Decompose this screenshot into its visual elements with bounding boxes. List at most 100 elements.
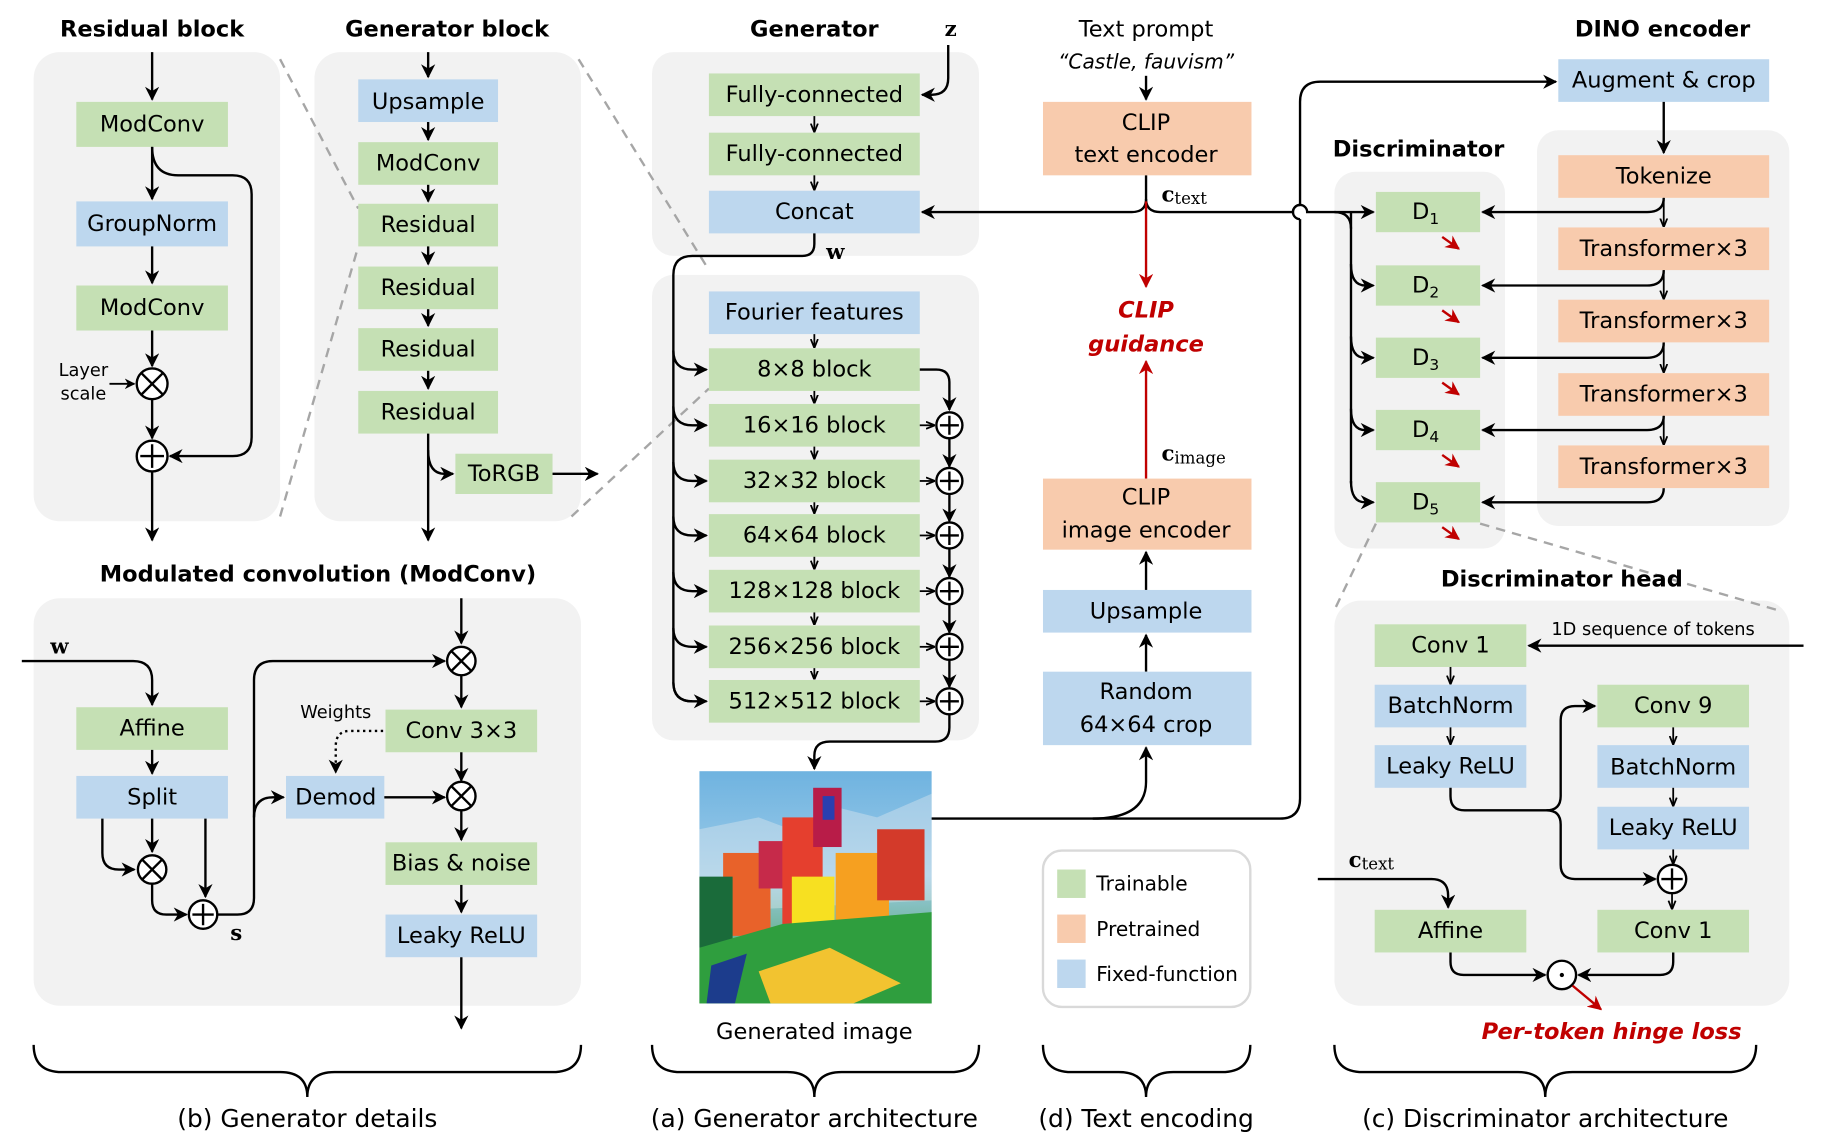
batchnorm-box — [1597, 745, 1750, 788]
transformer-label: Transformer×3 — [1579, 454, 1748, 480]
zoom-guides — [278, 58, 1778, 612]
fourier-features-box — [708, 291, 920, 335]
legend-swatch — [1057, 869, 1086, 898]
synthesis-block-label: 256×256 block — [729, 634, 901, 660]
random-crop-label: 64×64 crop — [1080, 712, 1212, 738]
clip-guidance-label: CLIP — [1118, 297, 1174, 323]
concat-label: Concat — [775, 199, 854, 225]
bias-noise-box — [385, 842, 538, 885]
affine-label: Affine — [1418, 918, 1483, 944]
modconv-label: ModConv — [100, 111, 205, 137]
residual-block-title: Residual block — [60, 17, 245, 43]
affine-box — [76, 707, 228, 750]
discriminator-head-label: D4 — [1412, 417, 1439, 446]
batchnorm-label: BatchNorm — [1387, 693, 1513, 719]
synthesis-block-label: 8×8 block — [757, 357, 871, 383]
caption-text-encoding: (d) Text encoding — [1038, 1104, 1253, 1133]
tokens-label: 1D sequence of tokens — [1551, 620, 1754, 640]
generator-title: Generator — [750, 17, 879, 43]
groupnorm-label: GroupNorm — [87, 211, 217, 237]
leaky-relu-label: Leaky ReLU — [1609, 815, 1738, 841]
affine-box — [1374, 909, 1527, 953]
c-text-label: ctext — [1349, 848, 1395, 874]
clip-image-encoder-label: image encoder — [1062, 518, 1232, 544]
split-box — [76, 775, 228, 819]
generator-synthesis-panel — [652, 274, 980, 741]
generated-image — [699, 771, 932, 1004]
conv3x3-label: Conv 3×3 — [405, 718, 517, 744]
modconv-box — [358, 142, 499, 185]
transformer-box — [1558, 445, 1770, 489]
caption-discriminator-architecture: (c) Discriminator architecture — [1362, 1104, 1728, 1133]
dino-encoder: Augment & crop Tokenize Transformer×3Tra… — [1558, 59, 1770, 489]
affine-label: Affine — [120, 716, 185, 742]
w-input-label: w — [49, 634, 69, 659]
torgb-label: ToRGB — [467, 461, 540, 487]
modulated-convolution: w Affine Split s Conv 3×3 Weights Demod — [21, 598, 538, 1030]
synthesis-block-label: 16×16 block — [743, 412, 886, 438]
discriminator-head-label: D1 — [1412, 199, 1439, 228]
synthesis-block-label: 32×32 block — [743, 468, 886, 494]
residual-label: Residual — [381, 275, 476, 301]
legend-swatch — [1057, 959, 1086, 988]
synthesis-block-box — [708, 403, 920, 447]
dino-encoder-title: DINO encoder — [1575, 17, 1751, 43]
discriminator-head-d4 — [1375, 409, 1481, 451]
synthesis-block-label: 64×64 block — [743, 522, 886, 548]
generator-block-title: Generator block — [345, 17, 550, 43]
leaky-relu-label: Leaky ReLU — [1386, 753, 1515, 779]
upsample-label: Upsample — [372, 89, 485, 115]
residual-box — [358, 203, 499, 247]
conv1-label: Conv 1 — [1411, 633, 1490, 659]
text-prompt-label: Text prompt — [1078, 17, 1214, 43]
batchnorm-box — [1374, 684, 1527, 728]
clip-text-encoder-label: text encoder — [1074, 142, 1218, 168]
random-crop-label: Random — [1099, 679, 1192, 705]
groupnorm-box — [76, 201, 228, 247]
batchnorm-label: BatchNorm — [1610, 755, 1736, 781]
layer-scale-label: scale — [61, 384, 107, 404]
leaky-relu-box — [1374, 745, 1527, 788]
transformer-box — [1558, 373, 1770, 416]
tokenize-box — [1558, 155, 1770, 198]
layer-scale-label: Layer — [59, 361, 109, 381]
residual-label: Residual — [381, 399, 476, 425]
legend-swatch — [1057, 914, 1086, 943]
synthesis-block-label: 128×128 block — [729, 578, 901, 604]
demod-label: Demod — [295, 784, 376, 810]
weights-label: Weights — [300, 703, 371, 723]
captions: (b) Generator details (a) Generator arch… — [32, 1044, 1758, 1133]
transformer-box — [1558, 227, 1770, 271]
modconv-label: ModConv — [100, 295, 205, 321]
residual-label: Residual — [381, 212, 476, 238]
concat-box — [708, 190, 920, 234]
residual-box — [358, 328, 499, 371]
generated-image-label: Generated image — [716, 1019, 913, 1045]
legend-label: Fixed-function — [1096, 962, 1238, 986]
caption-generator-architecture: (a) Generator architecture — [651, 1104, 978, 1133]
leaky-relu-label: Leaky ReLU — [397, 923, 526, 949]
leaky-relu-box — [385, 914, 538, 958]
synthesis-block-box — [708, 625, 920, 669]
transformer-label: Transformer×3 — [1579, 381, 1748, 407]
clip-image-encoder-box — [1042, 478, 1252, 550]
synthesis-block-box — [708, 459, 920, 503]
synthesis-block-label: 512×512 block — [729, 688, 901, 714]
discriminator-head-label: D5 — [1412, 489, 1439, 518]
bias-noise-label: Bias & noise — [392, 851, 531, 877]
split-label: Split — [127, 784, 177, 810]
generator: z Fully-connected Fully-connected Concat… — [672, 17, 1558, 1045]
conv9-label: Conv 9 — [1634, 693, 1713, 719]
generator-block: Upsample ModConv Residual Residual Resid… — [358, 52, 599, 542]
conv9-box — [1597, 684, 1750, 728]
discriminator-head-title: Discriminator head — [1441, 566, 1683, 592]
synthesis-block-box — [708, 679, 920, 723]
c-text-label: ctext — [1161, 182, 1207, 208]
upsample-box — [1042, 589, 1252, 633]
tokenize-label: Tokenize — [1615, 164, 1712, 190]
leaky-relu-box — [1597, 806, 1750, 850]
residual-box — [358, 266, 499, 310]
clip-guidance-label: guidance — [1088, 332, 1204, 358]
prompt-text: “Castle, fauvism” — [1058, 50, 1235, 74]
